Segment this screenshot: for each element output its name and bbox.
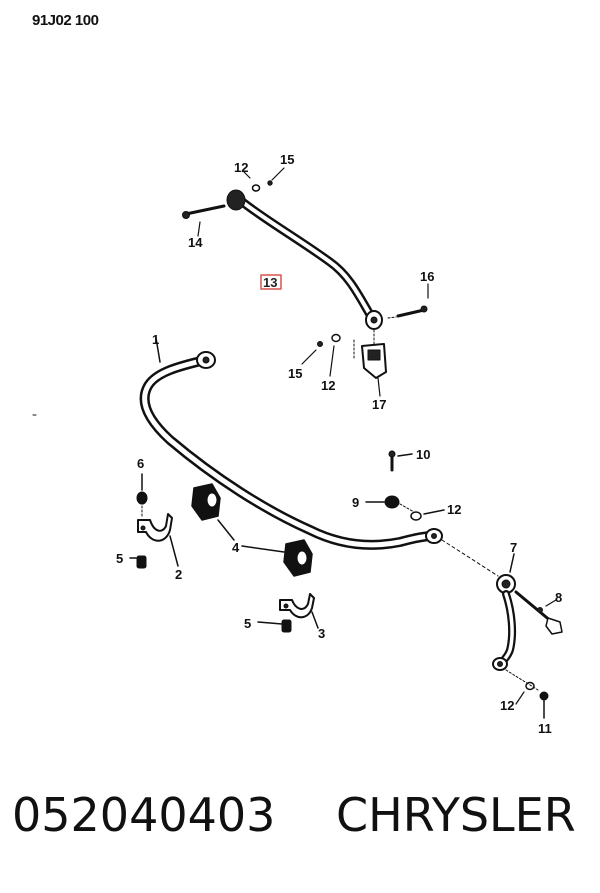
nut-washer-bottom — [505, 669, 549, 719]
bolt-10 — [388, 450, 413, 472]
callout-13: 13 — [263, 275, 277, 290]
figure-code: 91J02 100 — [32, 12, 99, 29]
callout-1: 1 — [152, 332, 159, 347]
callout-5a: 5 — [116, 551, 123, 566]
callouts: 1 2 3 4 5 5 6 7 8 9 10 11 12 12 12 12 13… — [116, 152, 562, 736]
callout-12a: 12 — [234, 160, 248, 175]
washer-nut-upper — [243, 167, 285, 192]
callout-9: 9 — [352, 495, 359, 510]
callout-16: 16 — [420, 269, 434, 284]
callout-12d: 12 — [500, 698, 514, 713]
callout-15b: 15 — [288, 366, 302, 381]
callout-4: 4 — [232, 540, 240, 555]
clamp-2 — [129, 473, 179, 569]
callout-3: 3 — [318, 626, 325, 641]
brand-name: CHRYSLER — [336, 788, 576, 842]
callout-8: 8 — [555, 590, 562, 605]
callout-11: 11 — [538, 721, 552, 736]
bracket-17 — [353, 329, 387, 397]
callout-7: 7 — [510, 540, 517, 555]
callout-15a: 15 — [280, 152, 294, 167]
bolt-8 — [514, 590, 563, 635]
callout-12b: 12 — [321, 378, 335, 393]
stabilizer-bar-1 — [139, 337, 443, 550]
grommet-9 — [365, 495, 445, 521]
bolt-14 — [182, 204, 226, 237]
callout-12c: 12 — [447, 502, 461, 517]
part-number: 052040403 — [12, 788, 276, 842]
bushings-4 — [191, 483, 313, 577]
callout-10: 10 — [416, 447, 430, 462]
track-bar-13 — [226, 189, 383, 330]
footer: 052040403 CHRYSLER — [12, 788, 592, 842]
washer-nut-lower — [301, 333, 341, 377]
callout-17: 17 — [372, 397, 386, 412]
highlight-box-13 — [260, 274, 282, 290]
callout-5b: 5 — [244, 616, 251, 631]
callout-2: 2 — [175, 567, 182, 582]
bolt-16 — [387, 283, 429, 319]
callout-14: 14 — [188, 235, 203, 250]
link-7 — [492, 553, 517, 671]
leader-dash — [441, 539, 499, 577]
clamp-3 — [257, 593, 319, 633]
callout-6: 6 — [137, 456, 144, 471]
